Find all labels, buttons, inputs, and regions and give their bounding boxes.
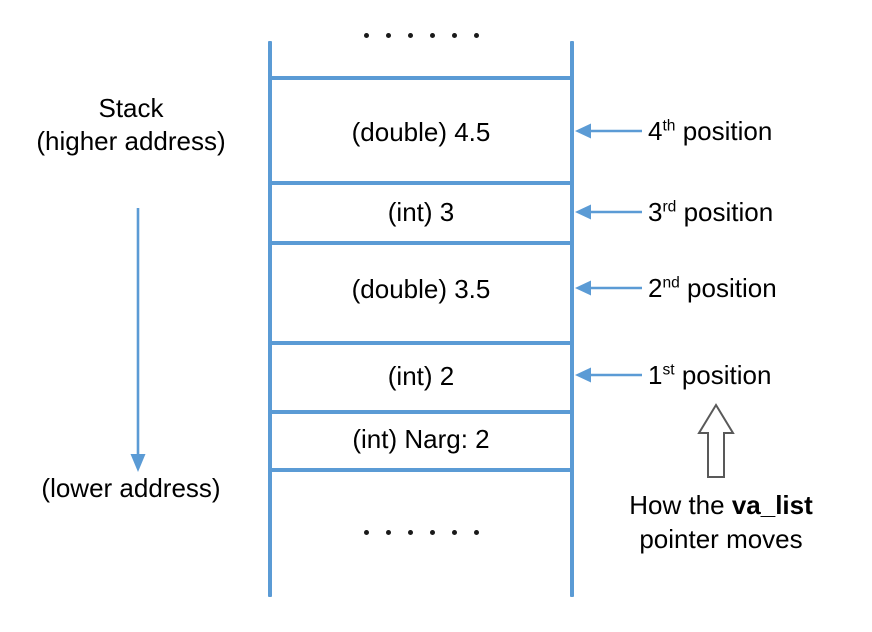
dot [429, 530, 435, 535]
va-list-note-line1: How the va_list [596, 489, 846, 523]
bottom-ellipsis-dots [268, 530, 574, 535]
stack-left-border [268, 41, 272, 597]
stack-higher-address-caption: Stack (higher address) [0, 92, 262, 159]
dot [429, 33, 435, 38]
dot [451, 33, 457, 38]
top-ellipsis-dots [268, 33, 574, 38]
dot [451, 530, 457, 535]
position-annotation-3rd: 3rd position [574, 194, 773, 230]
position-word: position [674, 360, 772, 390]
dot [363, 530, 369, 535]
divider-after-narg [268, 468, 574, 472]
stack-table: (double) 4.5 (int) 3 (double) 3.5 (int) … [268, 33, 574, 597]
stack-cell-double-3-5: (double) 3.5 [351, 274, 491, 304]
va-list-note-line2: pointer moves [639, 523, 803, 554]
divider-after-double35 [268, 341, 574, 345]
ordinal-suffix: th [662, 117, 676, 135]
divider-after-double45 [268, 181, 574, 185]
position-label-3rd: 3rd position [648, 199, 773, 225]
position-annotation-1st: 1st position [574, 357, 771, 393]
stack-label-line1: Stack [98, 93, 164, 123]
dot [473, 530, 479, 535]
position-word: position [675, 116, 773, 146]
left-arrow-icon [574, 365, 642, 385]
position-word: position [679, 273, 777, 303]
ordinal-number: 2 [648, 273, 663, 303]
ordinal-suffix: rd [662, 198, 677, 216]
stack-cell-int-narg: (int) Narg: 2 [352, 424, 490, 454]
dot [407, 33, 413, 38]
stack-cell-double-4-5: (double) 4.5 [351, 117, 491, 147]
position-label-2nd: 2nd position [648, 275, 777, 301]
position-word: position [676, 197, 774, 227]
dot [385, 33, 391, 38]
position-label-4th: 4th position [648, 118, 772, 144]
stack-label-line2: (higher address) [36, 126, 226, 157]
block-up-arrow-icon [697, 403, 735, 479]
left-arrow-icon [574, 278, 642, 298]
ordinal-number: 1 [648, 360, 663, 390]
divider-after-int2 [268, 410, 574, 414]
dot [407, 530, 413, 535]
dot [473, 33, 479, 38]
position-label-1st: 1st position [648, 362, 771, 388]
va-list-note: How the va_list pointer moves [596, 489, 846, 557]
left-arrow-icon [574, 202, 642, 222]
dot [363, 33, 369, 38]
ordinal-number: 3 [648, 197, 663, 227]
va-list-keyword: va_list [731, 490, 813, 520]
ordinal-number: 4 [648, 116, 663, 146]
ordinal-suffix: st [662, 361, 675, 379]
va-list-note-prefix: How the [629, 490, 732, 520]
lower-address-caption: (lower address) [41, 473, 221, 503]
divider-after-int3 [268, 241, 574, 245]
down-arrow-icon [126, 208, 150, 473]
stack-right-border [570, 41, 574, 597]
divider-top-ellipsis [268, 76, 574, 80]
stack-cell-int-2: (int) 2 [387, 361, 455, 391]
dot [385, 530, 391, 535]
left-arrow-icon [574, 121, 642, 141]
position-annotation-4th: 4th position [574, 113, 772, 149]
stack-cell-int-3: (int) 3 [387, 197, 455, 227]
position-annotation-2nd: 2nd position [574, 270, 777, 306]
ordinal-suffix: nd [662, 274, 680, 292]
